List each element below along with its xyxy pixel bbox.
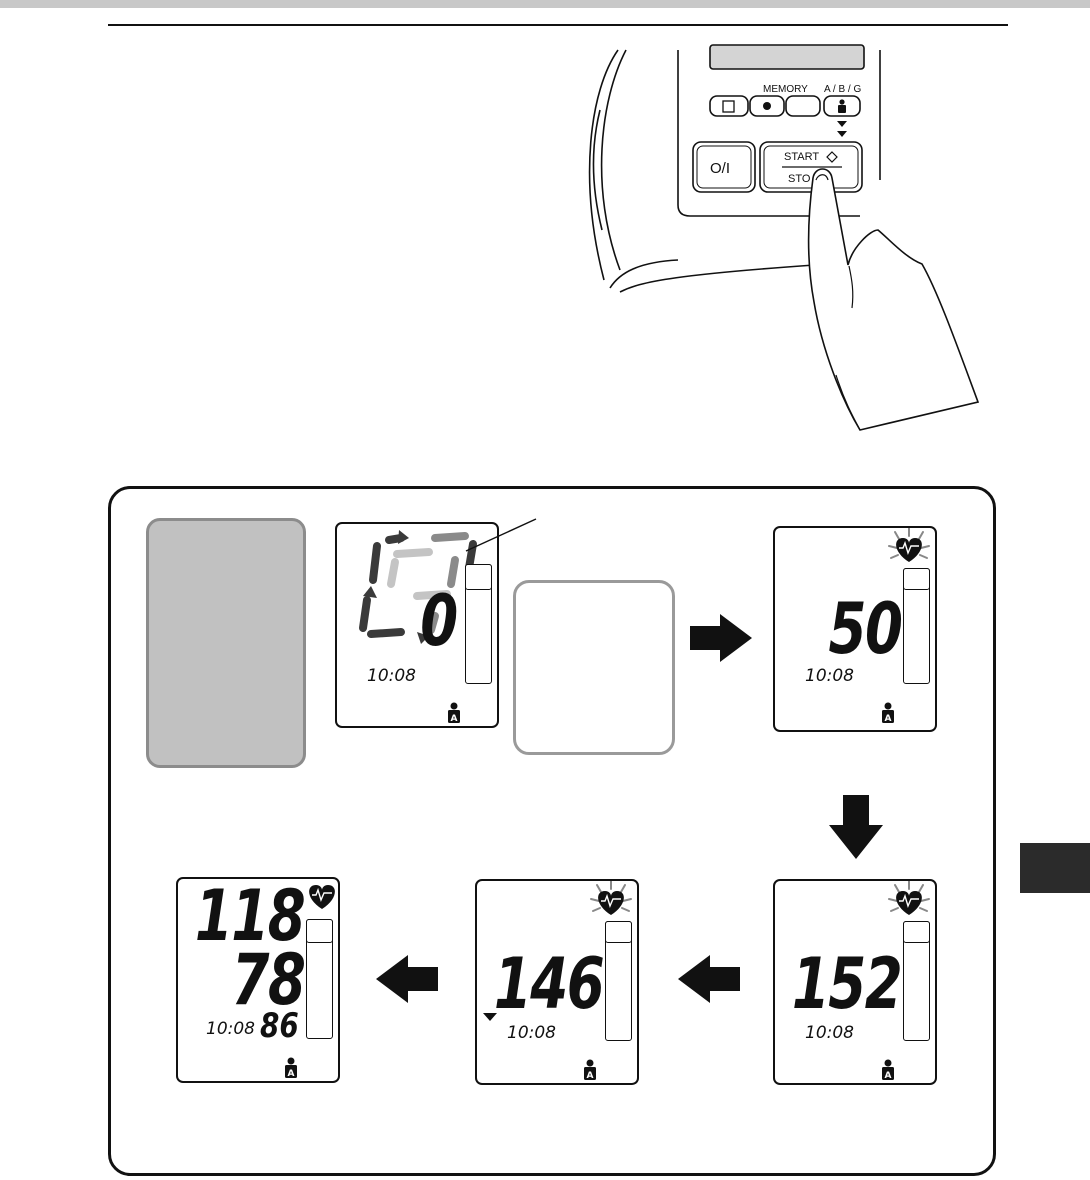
clock-time: 10:08 (805, 666, 854, 686)
pulse-reading: 86 (260, 1006, 299, 1046)
note-icon (722, 100, 735, 113)
heart-pulse-icon (888, 881, 930, 915)
pressure-reading: 146 (493, 943, 605, 1025)
power-button-label: O/I (710, 160, 730, 177)
step-note-box (513, 580, 675, 755)
pointer-triangle-icon (837, 121, 847, 127)
callout-line (465, 518, 537, 552)
lcd-display-inflating: 50 10:08 A (773, 526, 937, 732)
pressing-hand-icon (807, 168, 980, 431)
user-a-icon: A (447, 702, 461, 724)
user-a-icon: A (583, 1059, 597, 1081)
pressure-reading: 0 (420, 580, 459, 662)
svg-text:A: A (451, 714, 458, 724)
sun-icon (763, 102, 771, 110)
pressure-reading: 152 (791, 943, 903, 1025)
user-a-icon: A (881, 1059, 895, 1081)
device-illustration: MEMORY A / B / G O/I START STO (588, 44, 980, 431)
heart-pulse-icon (483, 881, 632, 1021)
pressure-bar-top (306, 919, 333, 943)
user-a-icon: A (881, 702, 895, 724)
start-diamond-icon (826, 151, 838, 163)
svg-text:A: A (587, 1071, 594, 1081)
heart-pulse-icon (888, 528, 930, 562)
arrow-left-icon (678, 955, 740, 1003)
arrow-down-icon (829, 795, 883, 859)
clock-time: 10:08 (367, 666, 416, 686)
svg-text:A: A (885, 1071, 892, 1081)
section-tab (1020, 843, 1090, 893)
person-icon (839, 99, 845, 105)
diastolic-reading: 78 (231, 939, 305, 1021)
step-gray-box (146, 518, 306, 768)
user-a-icon: A (284, 1057, 298, 1079)
arrow-left-icon (376, 955, 438, 1003)
pressure-reading: 50 (828, 588, 902, 670)
lcd-display-deflating: 146 10:08 A (475, 879, 639, 1085)
deflate-indicator-icon (483, 1013, 497, 1021)
start-label: START (784, 151, 819, 163)
heart-pulse-icon (309, 885, 335, 909)
memory-label: MEMORY (763, 84, 808, 95)
lcd-display-result: 118 78 10:08 86 A (176, 877, 340, 1083)
loading-segments-icon (359, 530, 483, 644)
power-button[interactable] (692, 141, 756, 193)
pressure-bar-top (903, 568, 930, 590)
lcd-display-peak: 152 10:08 A (773, 879, 937, 1085)
stop-label: STO (788, 173, 811, 185)
svg-text:A: A (288, 1069, 295, 1079)
pressure-bar-top (903, 921, 930, 943)
clock-time: 10:08 (206, 1019, 255, 1039)
systolic-reading: 118 (194, 875, 306, 957)
header-bar (0, 0, 1090, 8)
lcd-display-start: 0 10:08 A (335, 522, 499, 728)
pressure-bar-top (605, 921, 632, 943)
arrow-right-icon (690, 614, 752, 662)
notes-button[interactable] (709, 95, 749, 117)
header-rule (108, 24, 1008, 26)
clock-time: 10:08 (805, 1023, 854, 1043)
measurement-flow-panel (108, 486, 996, 1176)
abg-label: A / B / G (824, 84, 861, 95)
clock-time: 10:08 (507, 1023, 556, 1043)
evening-memory-button[interactable] (785, 95, 821, 117)
rotate-arrow-icon (398, 530, 409, 544)
svg-text:A: A (885, 714, 892, 724)
pressure-bar-top (465, 564, 492, 590)
